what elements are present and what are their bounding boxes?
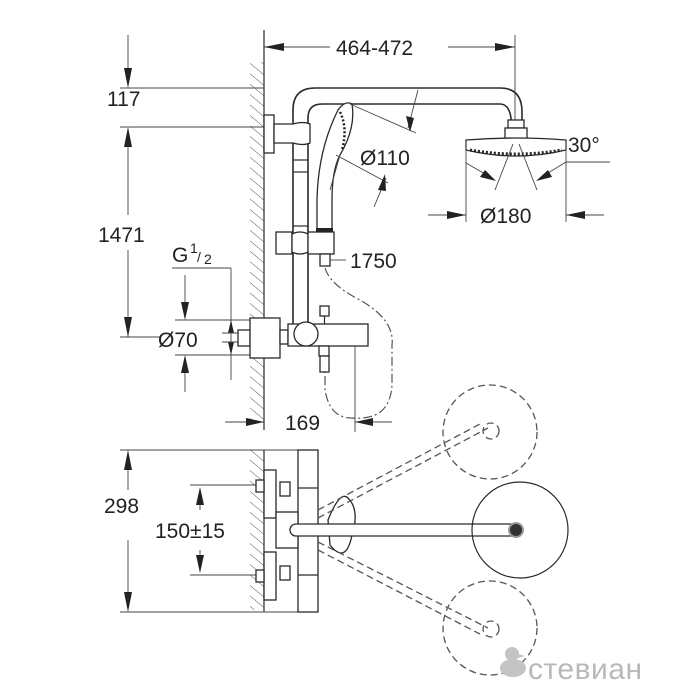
wall	[250, 30, 265, 430]
svg-text:2: 2	[204, 251, 212, 267]
thermostat-mixer	[237, 305, 369, 373]
arm-reach-label: 464-472	[336, 37, 413, 60]
inlet-spacing-label: 150±15	[155, 520, 225, 543]
hand-shower: Ø110	[316, 89, 419, 233]
top-offset-label: 117	[107, 88, 140, 111]
hand-shower-diameter-label: Ø110	[360, 147, 410, 170]
svg-text:1: 1	[190, 240, 198, 256]
watermark-text: стевиан	[528, 653, 643, 686]
mixer-projection-label: 169	[285, 412, 320, 435]
escutcheon-label: Ø70	[158, 329, 198, 352]
dimension-vertical-left: 117 1471	[98, 35, 264, 338]
dimension-connection-thread: G 1 / 2	[172, 240, 232, 380]
top-plan-view: 298 150±15	[104, 384, 569, 676]
svg-text:/: /	[197, 249, 201, 265]
hose-length-label: 1750	[350, 250, 397, 273]
head-diameter-label: Ø180	[480, 205, 531, 228]
plan-depth-label: 298	[104, 495, 139, 518]
svg-text:G: G	[172, 244, 188, 267]
dimension-mixer-projection: 169	[225, 346, 392, 435]
mount-height-label: 1471	[98, 224, 145, 247]
duck-icon	[500, 647, 526, 677]
spray-angle-label: 30°	[568, 134, 600, 157]
watermark: стевиан	[500, 647, 643, 686]
overhead-shower-head: 30° Ø180	[428, 134, 610, 228]
slide-holder: 1750	[275, 231, 397, 273]
front-elevation-view: 464-472 117 1471 G 1 / 2	[98, 30, 610, 435]
dimension-arm-reach: 464-472	[264, 35, 516, 120]
